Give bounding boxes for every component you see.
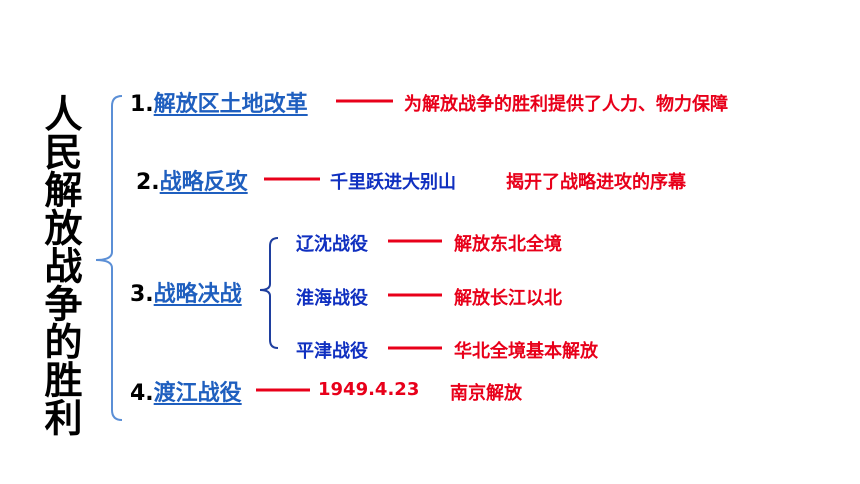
item-1-number: 1.	[130, 92, 154, 117]
battle-2-name: 淮海战役	[296, 288, 368, 309]
item-2-result: 揭开了战略进攻的序幕	[506, 172, 686, 193]
item-4: 4.渡江战役	[130, 375, 242, 407]
item-4-number: 4.	[130, 381, 154, 406]
item-4-result: 南京解放	[450, 383, 522, 404]
diagram-title: 人民解放战争的胜利	[38, 94, 82, 436]
item-2-label: 战略反攻	[159, 170, 248, 195]
item-1-label: 解放区土地改革	[153, 92, 308, 117]
item-3: 3.战略决战	[130, 276, 242, 308]
item-4-date: 1949.4.23	[318, 379, 420, 400]
battle-1-result: 解放东北全境	[454, 234, 562, 255]
main-bracket	[95, 95, 123, 421]
item-4-label: 渡江战役	[153, 381, 242, 406]
item-1-result: 为解放战争的胜利提供了人力、物力保障	[404, 94, 728, 115]
item-1: 1.解放区土地改革	[130, 86, 308, 118]
item-2-detail: 千里跃进大别山	[330, 172, 456, 193]
battle-1-name: 辽沈战役	[296, 234, 368, 255]
item-2-number: 2.	[136, 170, 160, 195]
item-3-label: 战略决战	[153, 282, 242, 307]
battle-3-result: 华北全境基本解放	[454, 341, 598, 362]
battle-bracket	[259, 237, 279, 349]
item-2: 2.战略反攻	[136, 164, 248, 196]
item-3-number: 3.	[130, 282, 154, 307]
battle-2-result: 解放长江以北	[454, 288, 562, 309]
battle-3-name: 平津战役	[296, 341, 368, 362]
